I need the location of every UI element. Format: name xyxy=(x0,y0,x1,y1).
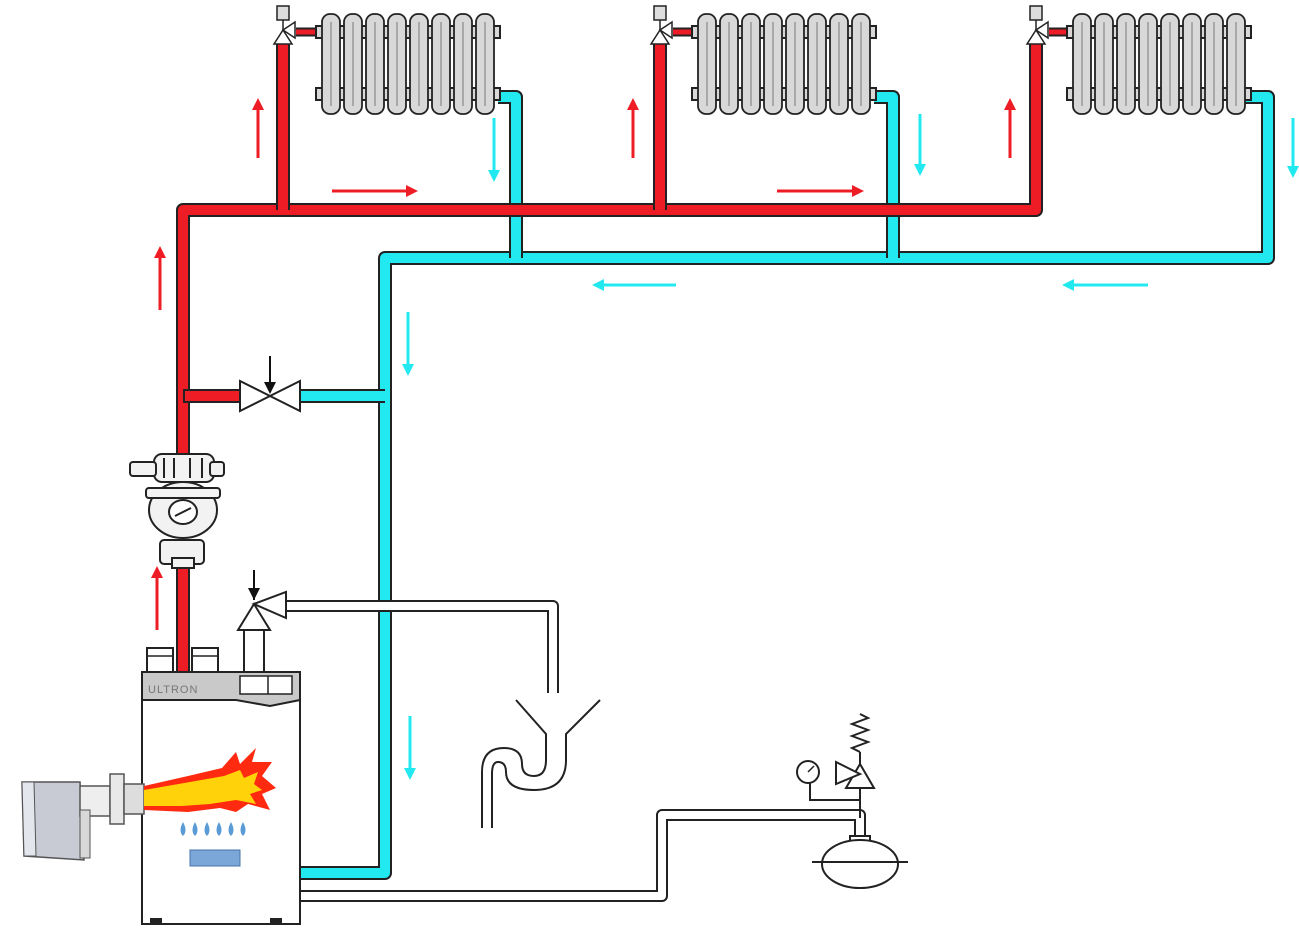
flow-arrow-icon xyxy=(1287,118,1299,178)
boiler-brand-label: ULTRON xyxy=(148,684,198,696)
flow-arrow-icon xyxy=(252,98,264,158)
radiator-icon xyxy=(315,13,501,115)
flow-arrow-icon xyxy=(151,566,163,630)
radiator-icon xyxy=(691,13,877,115)
thermostatic-valve-icon xyxy=(272,5,296,45)
flow-arrow-icon xyxy=(402,312,414,376)
gas-drop-icon xyxy=(216,822,222,836)
gas-drop-icon xyxy=(228,822,234,836)
flow-arrow-icon xyxy=(1004,98,1016,158)
flow-arrow-icon xyxy=(404,716,416,780)
flow-arrow-icon xyxy=(488,118,500,182)
gas-drop-icon xyxy=(204,822,210,836)
burner-icon xyxy=(21,773,145,861)
thermostatic-valve-icon xyxy=(1025,5,1049,45)
thermostatic-valves xyxy=(272,5,1049,45)
gas-drops-icon xyxy=(180,822,246,836)
radiators xyxy=(315,13,1252,115)
supply-pipes xyxy=(176,27,1072,676)
three-way-valve-icon xyxy=(236,570,287,675)
return-pipe-radiator-1-fill xyxy=(498,92,521,258)
safety-valve-icon xyxy=(835,713,876,789)
gas-drop-icon xyxy=(240,822,246,836)
radiator-icon xyxy=(1066,13,1252,115)
white-pipes xyxy=(285,600,866,902)
gas-drop-icon xyxy=(180,822,186,836)
bypass-valve-icon xyxy=(239,356,301,413)
expansion-tank-icon xyxy=(812,835,908,889)
circulation-pump-icon xyxy=(129,453,225,569)
thermostatic-valve-icon xyxy=(649,5,673,45)
flow-arrow-icon xyxy=(154,246,166,310)
flow-arrow-icon xyxy=(777,185,864,197)
return-pipe-main-fill xyxy=(298,92,1273,878)
flow-arrows xyxy=(151,98,1299,780)
flow-arrow-icon xyxy=(592,279,676,291)
supply-pipe-main xyxy=(176,40,1043,676)
drain-funnel-icon xyxy=(481,699,601,828)
flow-arrow-icon xyxy=(627,98,639,158)
boiler-control-panel xyxy=(189,849,241,867)
pressure-gauge-icon xyxy=(796,760,820,784)
flow-arrow-icon xyxy=(1062,279,1148,291)
flow-arrow-icon xyxy=(914,114,926,176)
return-pipe-radiator-2-fill xyxy=(874,92,898,258)
supply-pipe-main-fill xyxy=(178,40,1041,676)
flame-icon xyxy=(144,748,276,812)
flow-arrow-icon xyxy=(332,185,418,197)
gas-drop-icon xyxy=(192,822,198,836)
drain-pipe xyxy=(285,600,559,693)
return-pipes xyxy=(298,90,1275,880)
